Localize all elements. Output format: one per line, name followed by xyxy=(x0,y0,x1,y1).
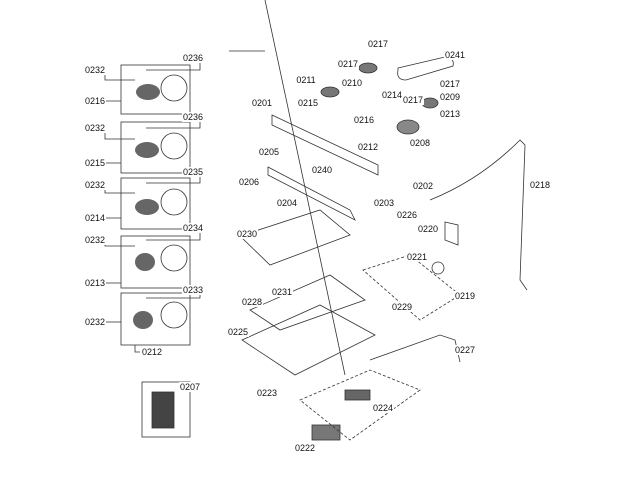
part-label-0215: 0215 xyxy=(296,98,320,108)
screw-label: 0232 xyxy=(83,65,107,75)
jet-label: 0235 xyxy=(181,167,205,177)
jet-label: 0236 xyxy=(181,53,205,63)
part-label-0217: 0217 xyxy=(401,95,425,105)
burner-detail-boxes xyxy=(120,64,191,438)
screw-label: 0232 xyxy=(83,317,107,327)
part-label-0204: 0204 xyxy=(275,198,299,208)
part-label-0203: 0203 xyxy=(372,198,396,208)
part-label-0206: 0206 xyxy=(237,177,261,187)
part-label-0218: 0218 xyxy=(528,180,552,190)
part-label-0217: 0217 xyxy=(438,79,462,89)
screw-label: 0232 xyxy=(83,235,107,245)
part-label-0220: 0220 xyxy=(416,224,440,234)
screw-label: 0232 xyxy=(83,123,107,133)
jet-label: 0233 xyxy=(181,285,205,295)
jet-label: 0234 xyxy=(181,223,205,233)
burner-part-label: 0213 xyxy=(83,278,107,288)
inset-part-label: 0207 xyxy=(178,382,202,392)
part-label-0227: 0227 xyxy=(453,345,477,355)
part-label-0219: 0219 xyxy=(453,291,477,301)
part-label-0225: 0225 xyxy=(226,327,250,337)
part-label-0221: 0221 xyxy=(405,252,429,262)
part-label-0241: 0241 xyxy=(443,50,467,60)
part-label-0224: 0224 xyxy=(371,403,395,413)
part-label-0217: 0217 xyxy=(366,39,390,49)
jet-label: 0236 xyxy=(181,112,205,122)
part-label-0201: 0201 xyxy=(250,98,274,108)
part-label-0216: 0216 xyxy=(352,115,376,125)
part-label-0240: 0240 xyxy=(310,165,334,175)
part-label-0231: 0231 xyxy=(270,287,294,297)
part-label-0229: 0229 xyxy=(390,302,414,312)
part-label-0211: 0211 xyxy=(295,75,317,85)
part-label-0217: 0217 xyxy=(336,59,360,69)
burner-part-label: 0216 xyxy=(83,96,107,106)
part-label-0205: 0205 xyxy=(257,147,281,157)
burner-part-label: 0214 xyxy=(83,213,107,223)
part-label-0212: 0212 xyxy=(356,142,380,152)
part-label-0226: 0226 xyxy=(395,210,419,220)
part-label-0209: 0209 xyxy=(438,92,462,102)
part-label-0213: 0213 xyxy=(438,109,462,119)
part-label-0222: 0222 xyxy=(293,443,317,453)
part-label-0208: 0208 xyxy=(408,138,432,148)
burner-part-label: 0212 xyxy=(140,347,164,357)
part-label-0228: 0228 xyxy=(240,297,264,307)
part-label-0223: 0223 xyxy=(255,388,279,398)
part-label-0202: 0202 xyxy=(411,181,435,191)
part-label-0214: 0214 xyxy=(380,90,404,100)
main-assembly xyxy=(229,0,528,441)
screw-label: 0232 xyxy=(83,180,107,190)
part-label-0210: 0210 xyxy=(340,78,364,88)
burner-part-label: 0215 xyxy=(83,158,107,168)
part-label-0230: 0230 xyxy=(235,229,259,239)
